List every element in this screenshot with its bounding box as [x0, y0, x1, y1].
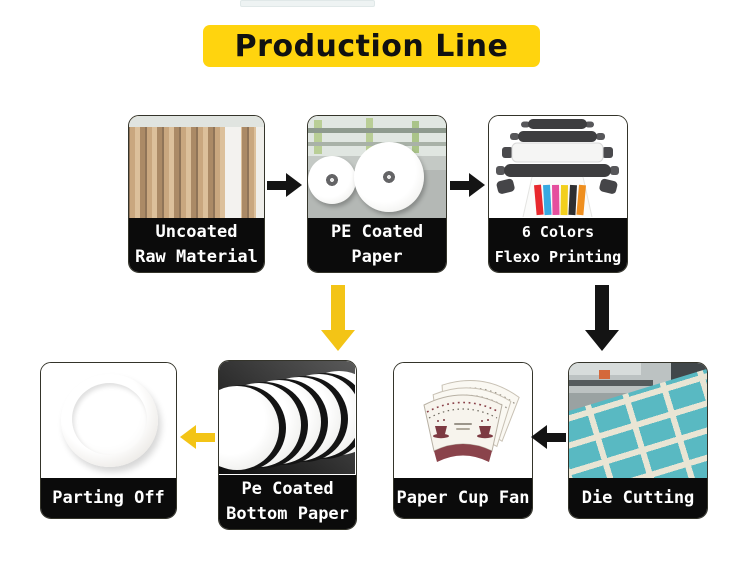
step-label-line-1: Parting Off: [52, 487, 165, 508]
step-label: Paper Cup Fan: [394, 478, 532, 518]
step-label: Uncoated Raw Material: [129, 218, 264, 272]
roll-core: [326, 174, 338, 186]
arrow-head: [531, 425, 547, 449]
uncoated-raw-material-photo: [129, 116, 264, 218]
arrow-pe-coated-to-bottom-paper-icon: [321, 285, 355, 351]
arrow-uncoated-to-pe-coated-icon: [267, 173, 302, 197]
paper-roll: [308, 156, 356, 204]
arrow-head: [585, 330, 619, 351]
step-label-line-2: Raw Material: [135, 247, 258, 267]
step-label-line-2: Bottom Paper: [226, 504, 349, 524]
pe-coated-paper-photo: [308, 116, 446, 218]
arrow-head: [469, 173, 485, 197]
machine-detail: [569, 380, 653, 386]
factory-detail: [314, 120, 322, 154]
arrow-head: [286, 173, 302, 197]
paper-roll: [354, 142, 424, 212]
arrow-shaft: [595, 285, 609, 330]
step-card-pe-coated-paper: PE Coated Paper: [307, 115, 447, 273]
step-label-line-1: Die Cutting: [581, 487, 695, 508]
step-label: PE Coated Paper: [308, 218, 446, 272]
machine-detail: [599, 370, 610, 379]
flexo-press-svg: [496, 119, 619, 217]
arrow-shaft: [196, 432, 215, 442]
arrow-pe-coated-to-flexo-icon: [450, 173, 485, 197]
arrow-shaft: [450, 180, 469, 190]
arrow-head: [180, 425, 196, 449]
arrow-bottom-paper-to-parting-off-icon: [180, 425, 215, 449]
step-label-line-1: Paper Cup Fan: [396, 487, 530, 508]
step-label-line-1: PE Coated: [330, 222, 424, 242]
step-card-pe-coated-bottom-paper: Pe Coated Bottom Paper: [218, 360, 357, 530]
title-banner: Production Line: [203, 25, 540, 67]
arrow-shaft: [331, 285, 345, 330]
arrow-flexo-to-die-cutting-icon: [585, 285, 619, 351]
step-label-line-2: Flexo Printing: [494, 248, 622, 266]
parting-off-photo: [41, 363, 176, 478]
step-card-uncoated-raw-material: Uncoated Raw Material: [128, 115, 265, 273]
cup-bottom-disc: [61, 374, 158, 467]
paper-cup-fan-photo: [394, 363, 532, 478]
step-label-line-2: Paper: [351, 247, 403, 267]
step-label: Parting Off: [41, 478, 176, 518]
step-label-line-1: Uncoated: [155, 222, 238, 242]
arrow-die-cutting-to-paper-cup-fan-icon: [531, 425, 566, 449]
flexo-press-illustration: [489, 116, 627, 218]
step-label: Pe Coated Bottom Paper: [219, 475, 356, 529]
cup-bottom-inner: [72, 383, 147, 455]
bottom-paper-rolls-photo: [219, 361, 356, 475]
cropped-top-element: [240, 0, 375, 7]
factory-detail: [366, 118, 373, 154]
step-label-line-1: Pe Coated: [241, 479, 334, 499]
factory-detail: [412, 121, 419, 153]
step-card-paper-cup-fan: Paper Cup Fan: [393, 362, 533, 519]
step-label: Die Cutting: [569, 478, 707, 518]
step-card-die-cutting: Die Cutting: [568, 362, 708, 519]
step-label-line-1: 6 Colors: [521, 223, 595, 241]
bottom-paper-rolls-svg: [219, 361, 355, 474]
paper-cup-fan-svg: [423, 380, 520, 462]
roll-core: [383, 171, 395, 183]
machine-detail: [569, 363, 641, 375]
factory-detail: [308, 128, 446, 133]
arrow-shaft: [547, 432, 566, 442]
step-card-six-colors-flexo-printing: 6 Colors Flexo Printing: [488, 115, 628, 273]
page-title: Production Line: [234, 28, 509, 64]
step-label: 6 Colors Flexo Printing: [489, 218, 627, 272]
arrow-head: [321, 330, 355, 351]
arrow-shaft: [267, 180, 286, 190]
step-card-parting-off: Parting Off: [40, 362, 177, 519]
die-cutting-photo: [569, 363, 707, 478]
